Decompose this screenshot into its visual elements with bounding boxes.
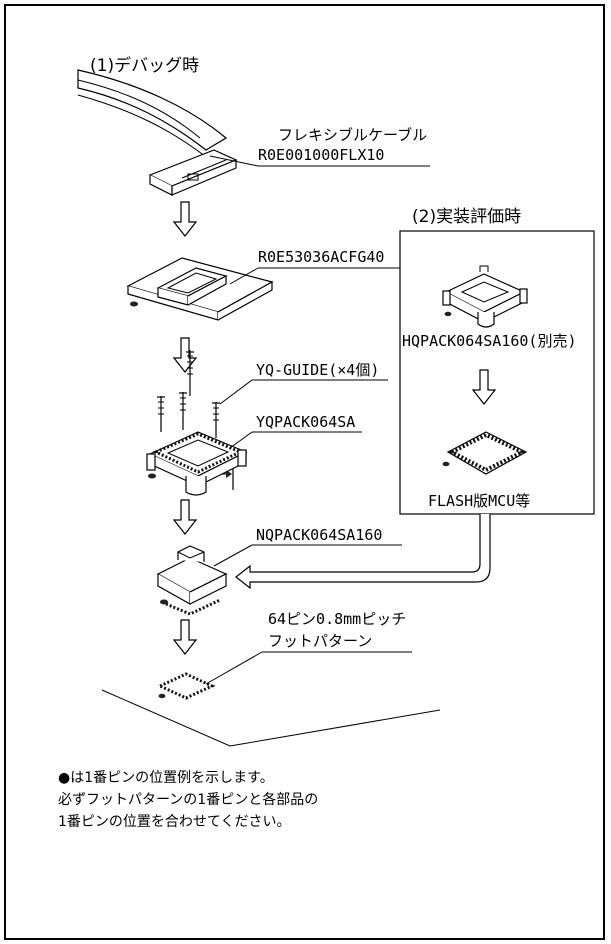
arrow-down-4 bbox=[172, 619, 198, 655]
arrow-down-eval bbox=[471, 369, 497, 405]
yqpack-socket bbox=[146, 431, 248, 496]
hqpack-socket bbox=[442, 265, 528, 328]
cable-part-label: R0E001000FLX10 bbox=[258, 146, 384, 164]
eval-to-nqpack-arrow bbox=[235, 514, 491, 590]
flash-mcu-label: FLASH版MCU等 bbox=[428, 492, 530, 510]
hqpack-label: HQPACK064SA160(別売) bbox=[402, 332, 577, 350]
emulator-board-label: R0E53036ACFG40 bbox=[258, 248, 384, 266]
section-eval-title: (2)実装評価時 bbox=[412, 207, 521, 227]
footprint-label-line1: 64ピン0.8mmピッチ bbox=[268, 610, 406, 628]
arrow-down-3 bbox=[172, 499, 198, 535]
section-debug-title: (1)デバッグ時 bbox=[90, 55, 199, 76]
footprint-label-line2: フットパターン bbox=[268, 632, 372, 650]
note-line-3: 1番ピンの位置を合わせてください。 bbox=[58, 814, 291, 830]
nqpack-label: NQPACK064SA160 bbox=[256, 526, 382, 544]
eval-box bbox=[399, 230, 595, 515]
note-line-1: ●は1番ピンの位置例を示します。 bbox=[58, 770, 274, 786]
emulator-board bbox=[126, 257, 274, 321]
guide-screws bbox=[157, 350, 237, 490]
yqpack-label: YQPACK064SA bbox=[256, 413, 355, 431]
pcb-footprint bbox=[101, 672, 441, 747]
arrow-down-2 bbox=[172, 337, 198, 373]
note-line-2: 必ずフットパターンの1番ピンと各部品の bbox=[58, 792, 318, 808]
nqpack-socket bbox=[156, 545, 228, 616]
cable-name-label: フレキシブルケーブル bbox=[278, 126, 427, 144]
guide-label: YQ-GUIDE(×4個) bbox=[256, 361, 379, 379]
arrow-down-1 bbox=[172, 201, 198, 237]
flash-mcu-chip bbox=[442, 431, 528, 475]
drawing-frame bbox=[4, 4, 605, 940]
flexible-cable bbox=[77, 69, 238, 196]
